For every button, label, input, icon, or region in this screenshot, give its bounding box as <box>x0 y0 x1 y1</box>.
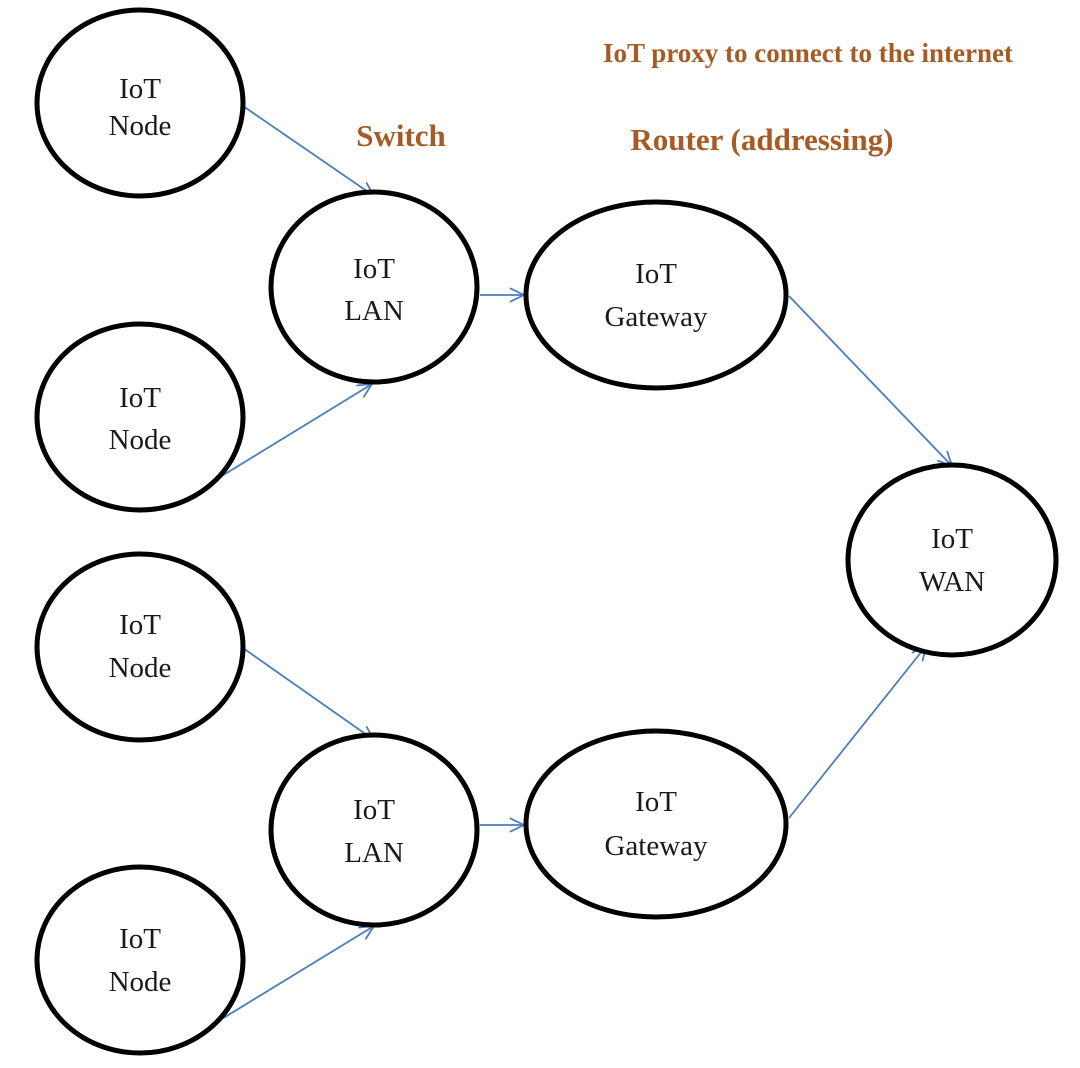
node-label-line2: Node <box>109 652 172 684</box>
node-label-line1: IoT <box>635 258 677 290</box>
edge-node-4-to-lan-2 <box>211 925 375 1026</box>
annotation-proxy: IoT proxy to connect to the internet <box>603 38 1013 68</box>
node-label-line2: LAN <box>344 837 404 869</box>
annotation-switch: Switch <box>356 118 446 153</box>
node-label-line2: LAN <box>344 295 404 327</box>
node-ellipse <box>268 732 480 928</box>
node-iot-gateway-2: IoT Gateway <box>523 728 789 920</box>
edge-node-3-to-lan-2 <box>242 647 375 741</box>
node-ellipse <box>523 728 789 920</box>
edge-node-2-to-lan-1 <box>211 383 373 483</box>
node-label-line1: IoT <box>119 73 161 105</box>
node-label-line2: Gateway <box>604 301 708 333</box>
arrowhead-node-4-to-lan-2 <box>358 925 375 940</box>
node-iot-node-3: IoT Node <box>34 551 246 743</box>
node-ellipse <box>523 199 789 391</box>
node-iot-lan-1: IoT LAN <box>268 189 480 385</box>
node-label-line2: Node <box>109 424 172 456</box>
node-label-line1: IoT <box>931 523 973 555</box>
node-label-line1: IoT <box>119 382 161 414</box>
node-iot-lan-2: IoT LAN <box>268 732 480 928</box>
node-iot-wan: IoT WAN <box>845 462 1059 658</box>
node-ellipse <box>34 7 246 199</box>
node-label-line2: Gateway <box>604 830 708 862</box>
node-label-line2: Node <box>109 966 172 998</box>
node-ellipse <box>34 321 246 513</box>
node-iot-gateway-1: IoT Gateway <box>523 199 789 391</box>
edge-node-1-to-lan-1 <box>242 105 375 197</box>
node-label-line2: Node <box>109 110 172 142</box>
node-ellipse <box>268 189 480 385</box>
node-label-line2: WAN <box>919 566 985 598</box>
node-iot-node-2: IoT Node <box>34 321 246 513</box>
node-iot-node-1: IoT Node <box>34 7 246 199</box>
node-label-line1: IoT <box>119 609 161 641</box>
node-ellipse <box>845 462 1059 658</box>
edge-gateway-2-to-wan <box>788 645 927 819</box>
node-ellipse <box>34 864 246 1056</box>
node-ellipse <box>34 551 246 743</box>
node-label-line1: IoT <box>119 923 161 955</box>
arrowhead-node-2-to-lan-1 <box>356 383 373 398</box>
node-label-line1: IoT <box>635 786 677 818</box>
node-iot-node-4: IoT Node <box>34 864 246 1056</box>
edge-gateway-1-to-wan <box>788 295 953 467</box>
annotation-router: Router (addressing) <box>630 122 893 157</box>
node-label-line1: IoT <box>353 253 395 285</box>
node-label-line1: IoT <box>353 794 395 826</box>
